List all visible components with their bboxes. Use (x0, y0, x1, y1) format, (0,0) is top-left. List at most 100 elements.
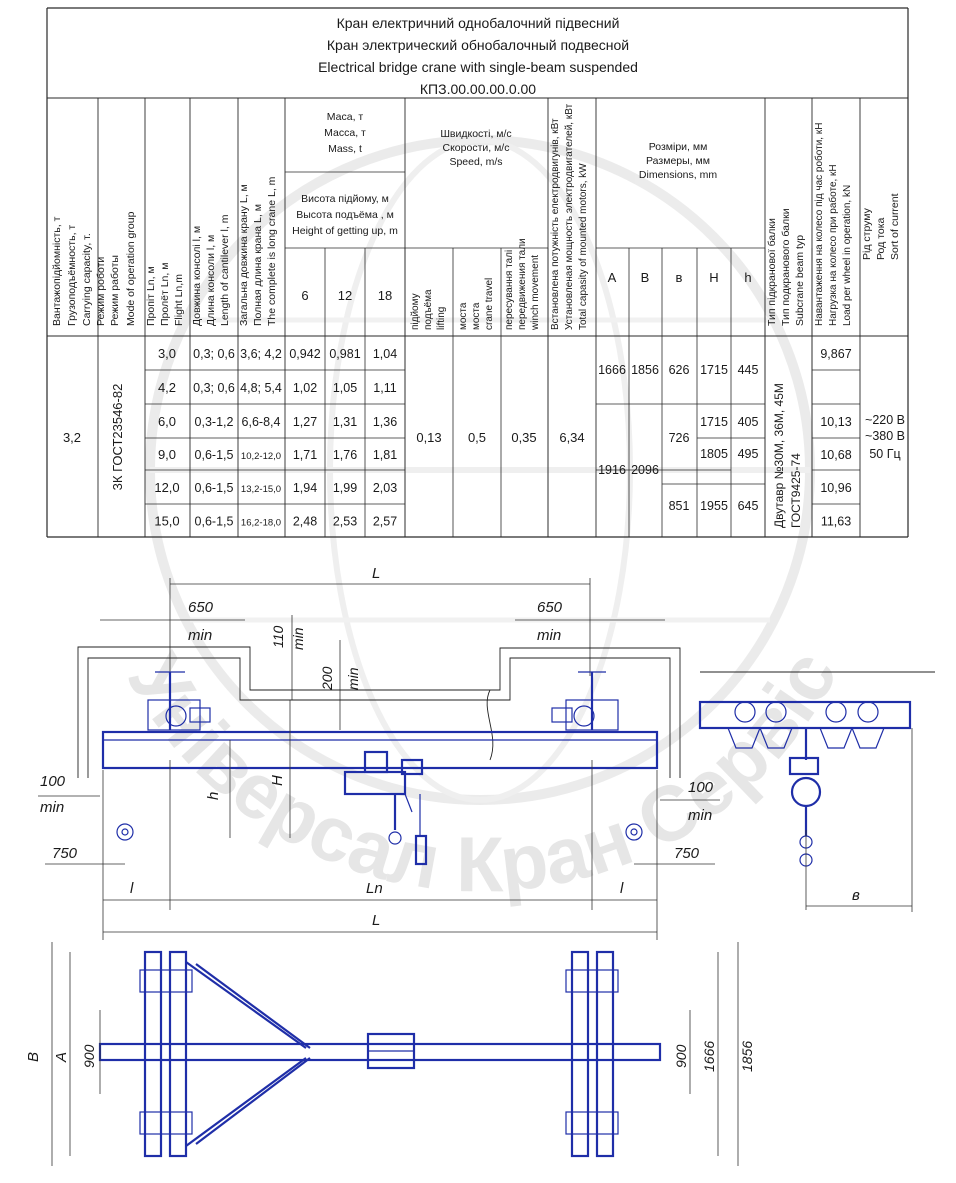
cell-dim-b: 626 (669, 363, 690, 377)
header-cantilever: Длина консоли l, м (205, 235, 217, 326)
hook-left-icon (116, 823, 134, 841)
dim-l-right: l (620, 880, 624, 897)
cell-cantilever: 0,3; 0,6 (193, 381, 235, 395)
header-span: Пролёт Ln, м (159, 263, 171, 326)
cell-dim-b: 726 (669, 431, 690, 445)
cell-beam: Двутавр №30М, 36М, 45М (772, 383, 786, 528)
dim-650-left: 650 (188, 599, 214, 616)
cell-mass-12: 2,53 (333, 515, 357, 529)
header-current: Sort of current (889, 193, 901, 260)
header-mode: Режим работы (109, 255, 121, 326)
cell-mass-12: 1,31 (333, 415, 357, 429)
cell-mass-6: 1,27 (293, 415, 317, 429)
dim-200: 200 (319, 666, 335, 691)
end-carriage-left (147, 671, 211, 731)
dim-H: H (269, 775, 286, 786)
cell-dim-H: 1955 (700, 499, 728, 513)
cell-cantilever: 0,6-1,5 (195, 481, 234, 495)
header-load: Навантаження на колесо під час роботи, к… (813, 123, 825, 326)
cell-load: 10,13 (820, 415, 851, 429)
header-speed-lift: підйому (410, 293, 421, 330)
cell-dim-H: 1715 (700, 363, 728, 377)
header-current: Рід струму (861, 207, 873, 260)
cell-dim-A: 1666 (598, 363, 626, 377)
header-cantilever: Length of cantilever l, m (219, 214, 231, 326)
cell-mass-18: 2,57 (373, 515, 397, 529)
title-uk: Кран електричний однобалочний підвесний (337, 15, 620, 31)
cell-mass-6: 1,94 (293, 481, 317, 495)
cell-dim-H: 1715 (700, 415, 728, 429)
header-dims-ru: Размеры, мм (646, 155, 710, 167)
cell-dim-B: 1856 (631, 363, 659, 377)
cell-mass-18: 1,81 (373, 448, 397, 462)
header-beam: Subcrane beam typ (794, 235, 806, 326)
cell-cantilever: 0,3-1,2 (195, 415, 234, 429)
cell-mass-12: 1,76 (333, 448, 357, 462)
cell-mass-18: 2,03 (373, 481, 397, 495)
header-load: Load per wheel in operation, kN (842, 185, 853, 326)
dim-1666: 1666 (701, 1041, 717, 1072)
cell-dim-h: 645 (738, 499, 759, 513)
cell-load: 11,63 (821, 515, 851, 529)
hook-right-icon (625, 823, 643, 841)
cell-speed-lift: 0,13 (416, 430, 441, 445)
header-speed-winch: пересування талі (504, 250, 515, 330)
header-dim-h: h (744, 270, 751, 285)
header-speed-lift: lifting (436, 307, 447, 330)
header-dims-uk: Розміри, мм (649, 141, 708, 153)
header-span: Flight Ln,m (173, 274, 185, 326)
cell-current-380: ~380 В (865, 429, 905, 443)
header-capacity: Грузоподъёмность, т (66, 225, 78, 326)
cell-load: 9,867 (820, 347, 851, 361)
header-height-6: 6 (301, 288, 308, 303)
dim-110-min: min (290, 627, 306, 650)
header-mass-en: Mass, t (328, 143, 362, 155)
header-current: Род тока (875, 217, 887, 260)
cell-mass-12: 1,99 (333, 481, 357, 495)
cell-mass-6: 2,48 (293, 515, 317, 529)
header-height-uk: Висота підйому, м (301, 193, 389, 205)
dim-l-left: l (130, 880, 134, 897)
header-power: Установленая мощность электродвигателей,… (564, 103, 575, 330)
cell-load: 10,96 (820, 481, 851, 495)
dim-min-left: min (188, 627, 212, 644)
cell-power: 6,34 (559, 430, 584, 445)
header-mass-ru: Масса, т (324, 127, 366, 139)
cell-mass-12: 1,05 (333, 381, 357, 395)
dim-min-right: min (537, 627, 561, 644)
header-height-18: 18 (378, 288, 392, 303)
specification-table: Кран електричний однобалочний підвеснийК… (46, 7, 909, 538)
cell-dim-b: 851 (669, 499, 690, 513)
dim-Ln: Ln (366, 880, 383, 897)
header-dim-H: H (709, 270, 718, 285)
cell-total-length: 6,6-8,4 (242, 415, 281, 429)
cell-mass-18: 1,04 (373, 347, 397, 361)
dim-b: в (852, 887, 860, 904)
cell-span: 9,0 (158, 447, 176, 462)
dim-650-right: 650 (537, 599, 563, 616)
header-capacity: Carrying capacity, т. (81, 233, 93, 326)
cell-speed-winch: 0,35 (511, 430, 536, 445)
cell-cantilever: 0,6-1,5 (195, 515, 234, 529)
cell-mass-6: 1,02 (293, 381, 317, 395)
dim-750-left: 750 (52, 845, 78, 862)
cell-load: 10,68 (820, 448, 851, 462)
header-speed-winch: winch movement (530, 255, 541, 331)
dim-110: 110 (270, 625, 286, 648)
header-span: Пропіт Ln, м (145, 266, 157, 326)
header-height-ru: Высота подъёма , м (296, 209, 394, 221)
cell-cantilever: 0,3; 0,6 (193, 347, 235, 361)
header-height-12: 12 (338, 288, 352, 303)
header-dim-B: B (641, 270, 650, 285)
dim-h: h (205, 792, 222, 800)
header-mode: Mode of operation group (125, 211, 137, 326)
cell-span: 6,0 (158, 414, 176, 429)
header-total-length: Полная длина крана L, м (252, 204, 264, 326)
title-en: Electrical bridge crane with single-beam… (318, 59, 638, 75)
cell-mass-18: 1,36 (373, 415, 397, 429)
dim-900-right: 900 (673, 1044, 689, 1068)
dim-900-left: 900 (81, 1044, 97, 1068)
cell-span: 3,0 (158, 346, 176, 361)
plan-view: B A 900 900 1666 1856 (25, 942, 755, 1166)
dim-750-right: 750 (674, 845, 700, 862)
